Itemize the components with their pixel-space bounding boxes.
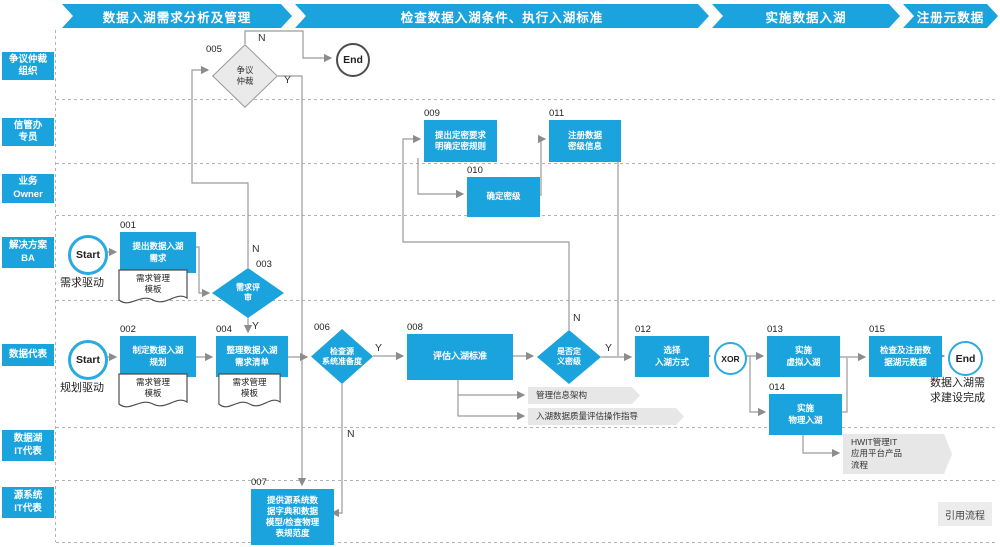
xor-gateway: XOR: [714, 342, 747, 375]
document-template-1-label: 需求管理 模板: [135, 273, 170, 295]
end-event-arbitration: End: [336, 43, 370, 77]
task-012: 选择 入湖方式: [635, 336, 709, 377]
task-010: 确定密级: [467, 177, 540, 217]
branch-label-n-006: N: [347, 428, 355, 440]
task-010-number: 010: [467, 165, 483, 176]
task-011-number: 011: [549, 108, 565, 119]
task-013: 实施 虚拟入湖: [767, 336, 840, 377]
ref-hwit-process: HWIT管理IT 应用平台产品 流程: [843, 434, 952, 474]
document-shape: [118, 373, 188, 408]
start-event-requirement: Start: [68, 235, 108, 275]
phase-banner-implement: 实施数据入湖: [712, 4, 900, 28]
lane-label-business-owner: 业务 Owner: [2, 174, 54, 203]
task-008: 评估入湖标准: [407, 334, 513, 380]
ref-info-architecture: 管理信息架构: [528, 387, 640, 404]
decision-005-number: 005: [206, 44, 222, 55]
task-015-number: 015: [869, 324, 885, 335]
task-008-number: 008: [407, 322, 423, 333]
flow-connectors: [102, 30, 946, 518]
lane-label-solution-ba: 解决方案 BA: [2, 237, 54, 268]
start-event-planning: Start: [68, 340, 108, 380]
start-caption-planning: 规划驱动: [60, 382, 104, 394]
phase-banner-register-metadata: 注册元数据: [903, 4, 998, 28]
task-012-number: 012: [635, 324, 651, 335]
branch-label-y-003: Y: [252, 320, 260, 332]
task-001-number: 001: [120, 220, 136, 231]
legend-reference-process: 引用流程: [938, 502, 992, 526]
phase-banner-check-conditions: 检查数据入湖条件、执行入湖标准: [295, 4, 709, 28]
task-004: 整理数据入湖 需求清单: [216, 336, 288, 377]
task-009: 提出定密要求 明确定密规则: [424, 120, 497, 162]
task-009-number: 009: [424, 108, 440, 119]
task-013-number: 013: [767, 324, 783, 335]
branch-label-n-density: N: [573, 312, 581, 324]
phase-banner-requirement-analysis: 数据入湖需求分析及管理: [62, 4, 292, 28]
branch-label-n-003: N: [252, 243, 260, 255]
task-002: 制定数据入湖 规划: [120, 336, 196, 377]
decision-003-number: 003: [256, 259, 272, 270]
task-014-number: 014: [769, 382, 785, 393]
task-004-number: 004: [216, 324, 232, 335]
task-001: 提出数据入湖 需求: [120, 232, 196, 273]
document-template-2: 需求管理 模板: [118, 373, 188, 411]
document-shape: [218, 373, 281, 408]
task-007-number: 007: [251, 477, 267, 488]
document-template-2-label: 需求管理 模板: [135, 377, 170, 399]
branch-label-y-density: Y: [605, 342, 613, 354]
branch-label-n-005: N: [258, 32, 266, 44]
lane-label-datalake-it: 数据湖 IT代表: [2, 430, 54, 461]
branch-label-y-005: Y: [284, 74, 292, 86]
document-template-1: 需求管理 模板: [118, 269, 188, 307]
end-caption-final: 数据入湖需 求建设完成: [930, 377, 985, 404]
task-007: 提供源系统数 据字典和数据 模型/检查物理 表规范度: [251, 489, 334, 545]
task-014: 实施 物理入湖: [769, 394, 842, 435]
lane-label-data-rep: 数据代表: [2, 344, 54, 366]
task-002-number: 002: [120, 324, 136, 335]
document-template-3: 需求管理 模板: [218, 373, 281, 411]
document-template-3-label: 需求管理 模板: [232, 377, 267, 399]
decision-006-number: 006: [314, 322, 330, 333]
lane-label-source-it: 源系统 IT代表: [2, 487, 54, 518]
lane-label-info-admin: 信管办 专员: [2, 118, 54, 146]
ref-quality-guide: 入湖数据质量评估操作指导: [528, 408, 684, 425]
end-event-final: End: [948, 341, 983, 376]
lane-divider-lines: [55, 30, 998, 543]
lane-label-arbitration-org: 争议仲裁 组织: [2, 52, 54, 80]
task-011: 注册数据 密级信息: [549, 120, 621, 162]
task-015: 检查及注册数 据湖元数据: [869, 336, 942, 377]
branch-label-y-006: Y: [375, 342, 383, 354]
document-shape: [118, 269, 188, 304]
start-caption-requirement: 需求驱动: [60, 277, 104, 289]
